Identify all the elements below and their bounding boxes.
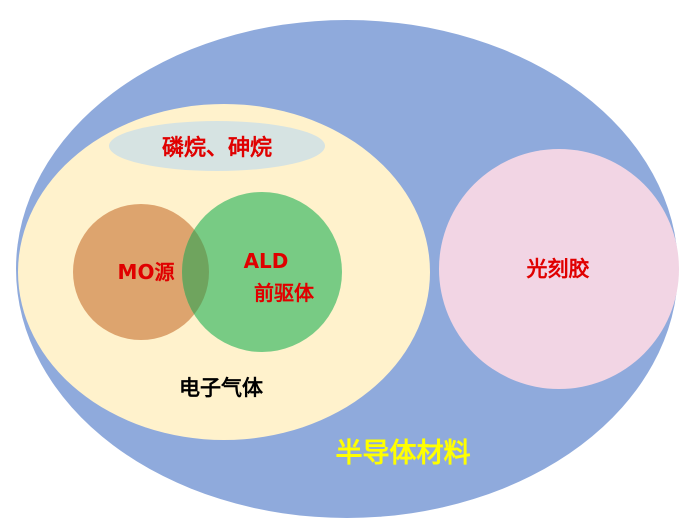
ald-precursor-label: 前驱体 <box>254 281 315 305</box>
ald-precursor-circle <box>182 192 342 352</box>
mo-source-circle <box>73 204 209 340</box>
photoresist-circle <box>439 149 679 389</box>
mo-source-label: MO源 <box>118 260 175 284</box>
phosphine-arsine-label: 磷烷、砷烷 <box>162 135 272 161</box>
phosphine-arsine-ellipse <box>109 121 325 171</box>
electronic-gas-label: 电子气体 <box>179 376 264 400</box>
semiconductor-materials-label: 半导体材料 <box>336 438 471 469</box>
ald-label: ALD <box>244 249 289 273</box>
photoresist-label: 光刻胶 <box>526 257 590 281</box>
